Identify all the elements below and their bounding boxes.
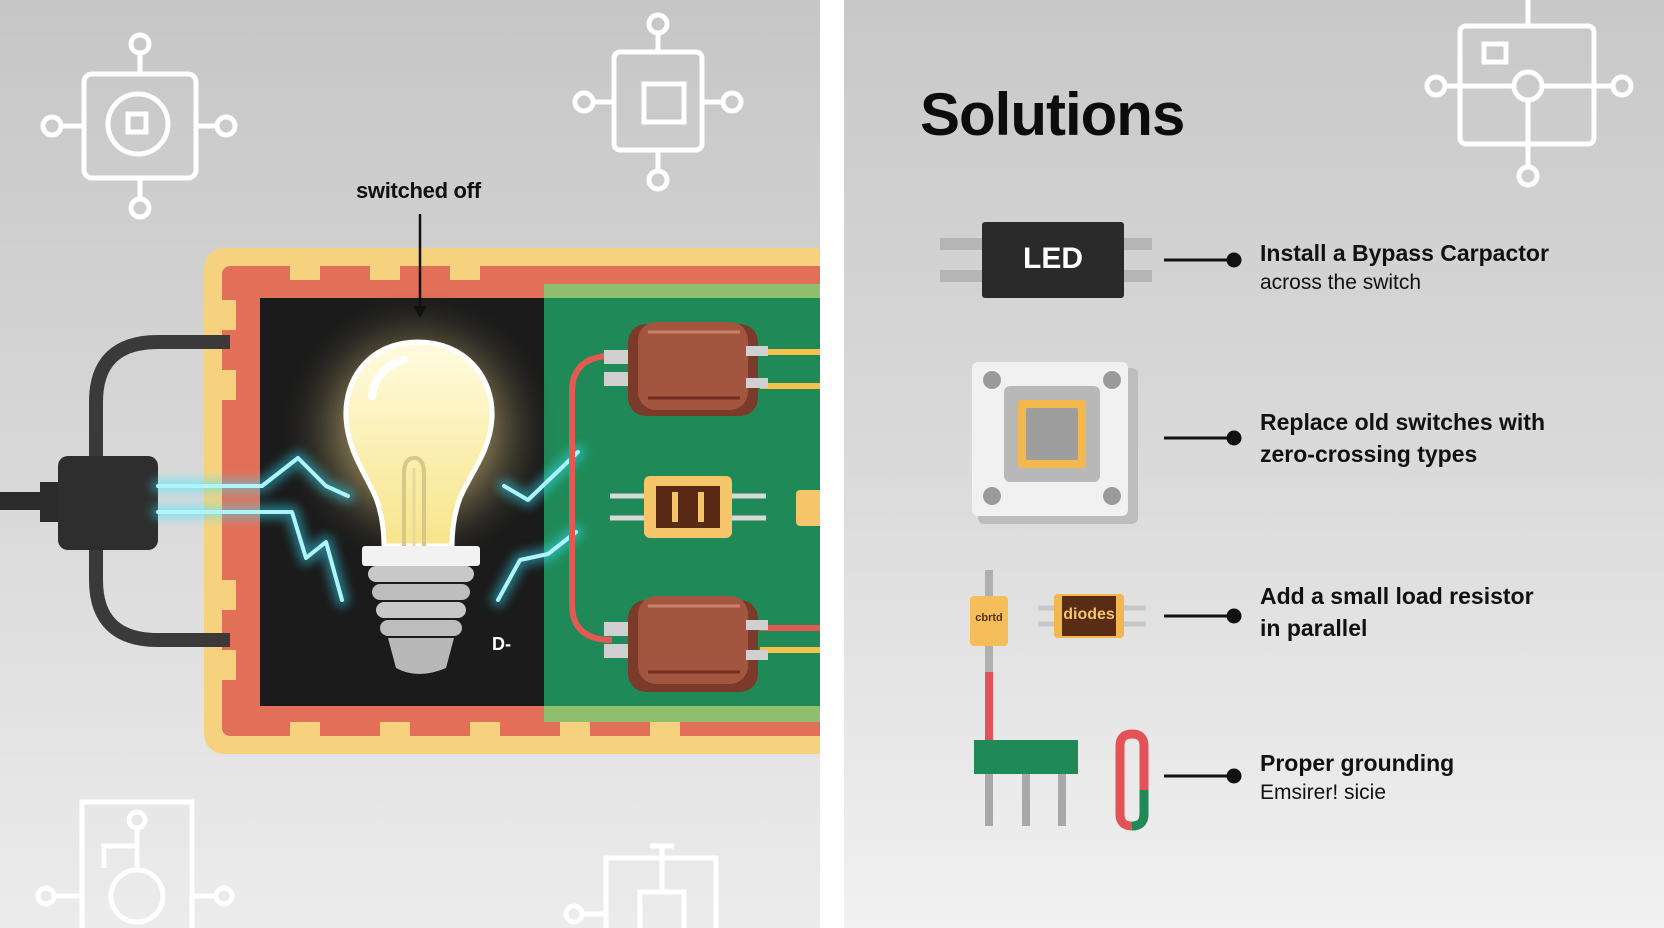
solution-heading: Add a small load resistor xyxy=(1260,583,1534,609)
switch-module-icon xyxy=(972,362,1138,524)
solution-detail: in parallel xyxy=(1260,615,1368,641)
solution-item-bypass-capacitor: Install a Bypass Carpactor across the sw… xyxy=(1260,238,1549,298)
capacitor-icon xyxy=(604,596,768,692)
left-panel: switched off D- xyxy=(0,0,820,928)
circuit-symbol-icon xyxy=(40,32,238,220)
led-component-icon xyxy=(940,222,1152,298)
pcb-traces xyxy=(569,349,820,653)
circuit-symbol-icon xyxy=(563,843,719,928)
resistor-icon xyxy=(610,476,766,538)
solution-item-load-resistor: Add a small load resistor in parallel xyxy=(1260,580,1534,644)
solutions-title: Solutions xyxy=(920,81,1185,148)
panel-divider xyxy=(820,0,844,928)
resistor-icon xyxy=(970,570,1008,818)
solution-heading: Replace old switches with xyxy=(1260,409,1546,435)
solution-heading: Proper grounding xyxy=(1260,750,1455,776)
solutions-illustration xyxy=(940,0,1634,831)
solution-heading: Install a Bypass Carpactor xyxy=(1260,240,1549,266)
callout-label: switched off xyxy=(356,178,481,203)
electric-spark-icon xyxy=(151,445,585,607)
capacitor-icon xyxy=(604,322,768,416)
light-bulb-icon xyxy=(343,339,495,674)
callout-arrow-icon xyxy=(413,214,427,318)
solution-detail: Emsirer! sicie xyxy=(1260,781,1387,804)
diode-icon xyxy=(1038,594,1146,638)
diode-label: diodes xyxy=(1063,606,1115,623)
right-panel: Solutions LED cbrtd diodes Install a Byp… xyxy=(844,0,1664,928)
solution-item-grounding: Proper grounding Emsirer! sicie xyxy=(1260,748,1454,808)
circuit-symbol-icon xyxy=(572,12,744,192)
circuit-illustration xyxy=(0,12,820,928)
connector-lines xyxy=(1164,252,1242,784)
ground-connector-icon xyxy=(974,729,1149,831)
solution-detail: zero-crossing types xyxy=(1260,441,1478,467)
spark-marker: D- xyxy=(492,634,511,654)
circuit-symbol-icon xyxy=(1424,0,1634,188)
solution-item-zero-crossing: Replace old switches with zero-crossing … xyxy=(1260,406,1545,470)
power-plug-icon xyxy=(0,335,230,647)
led-label: LED xyxy=(1023,242,1083,275)
resistor-label: cbrtd xyxy=(975,612,1003,624)
circuit-symbol-icon xyxy=(35,799,235,928)
solution-detail: across the switch xyxy=(1260,271,1422,294)
component-edge xyxy=(796,490,820,526)
